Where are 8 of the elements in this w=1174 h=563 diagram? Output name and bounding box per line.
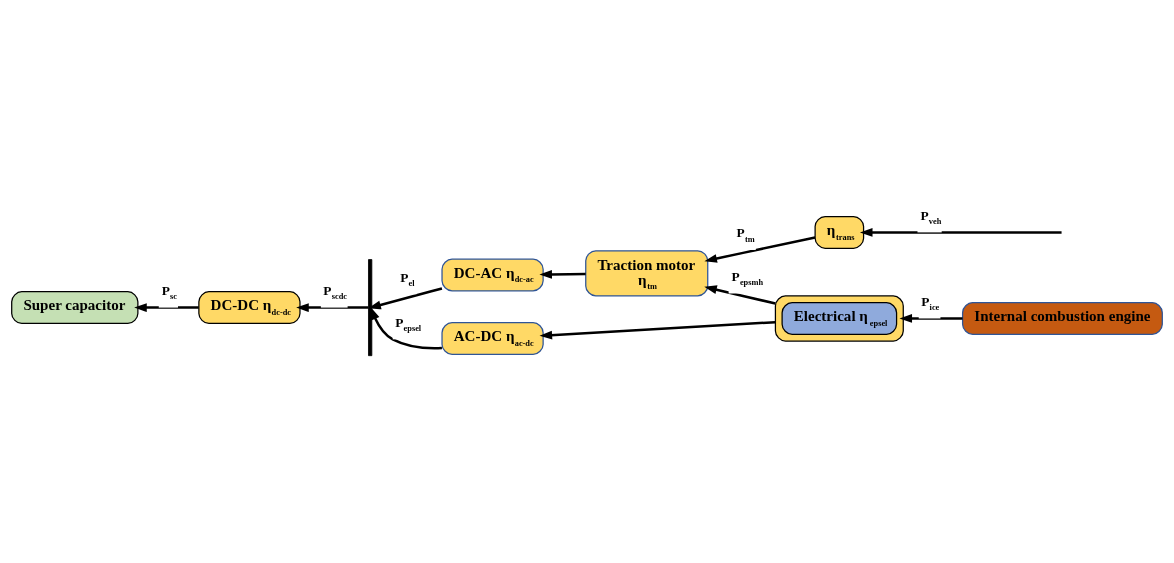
- edge-label: P$_{tm}$: [736, 225, 755, 244]
- edge-label: P$_{epsmh}$: [731, 268, 764, 288]
- edge-label: P$_{epsel}$: [395, 314, 422, 334]
- edge-label: P$_{el}$: [400, 269, 415, 289]
- edge-label: P$_{scdc}$: [323, 282, 348, 302]
- edge-label: P$_{ice}$: [921, 293, 940, 313]
- edge-label: P$_{sc}$: [161, 282, 177, 302]
- edge-label: P$_{veh}$: [920, 207, 942, 227]
